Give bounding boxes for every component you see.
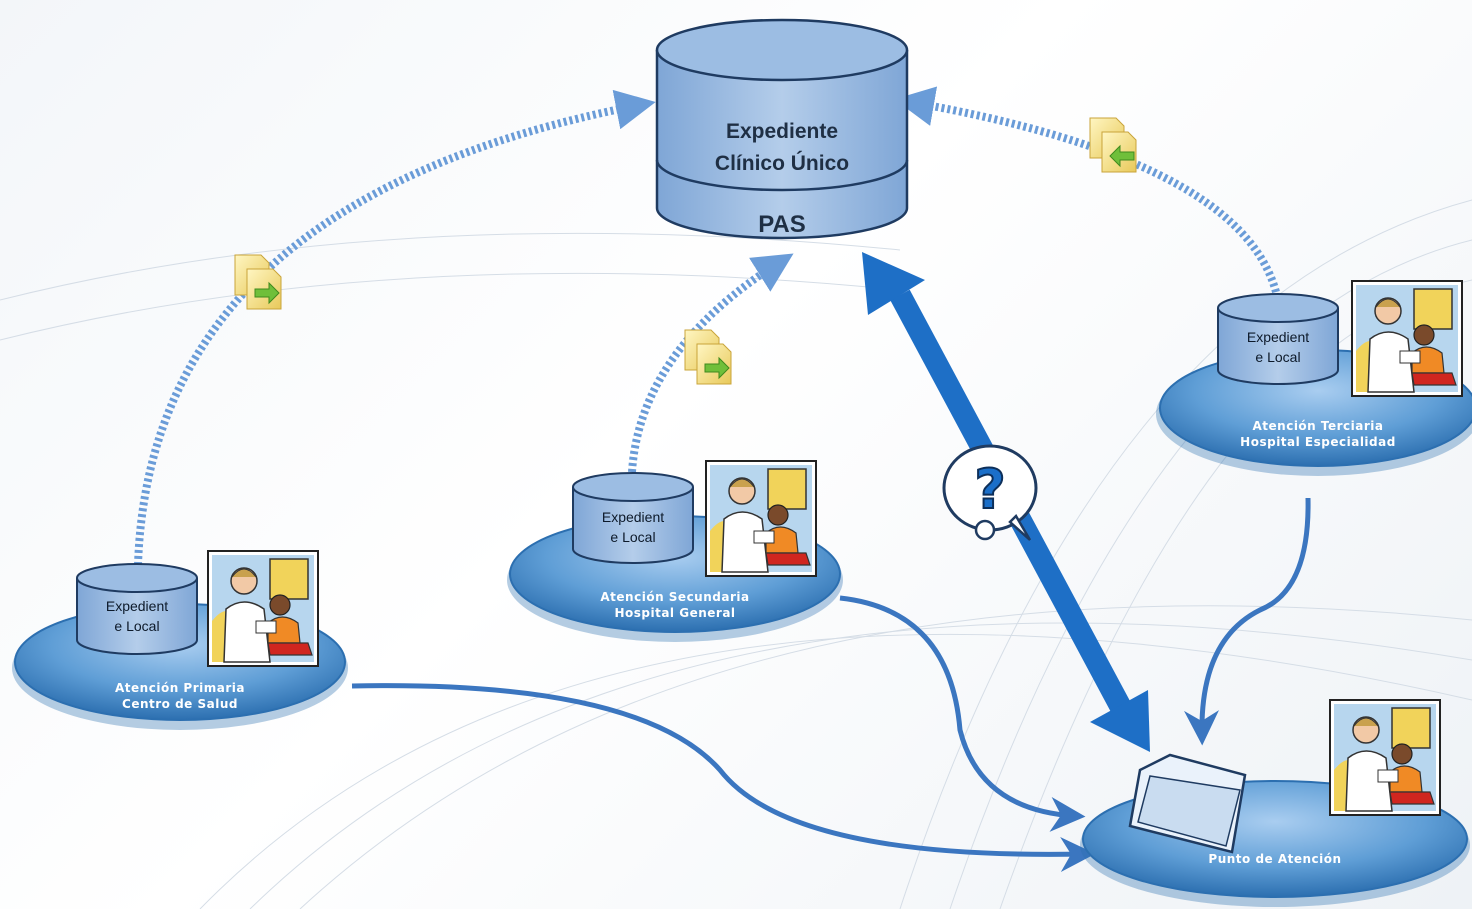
dotted-arrows [134,86,1280,566]
solid-arrow-primaria [351,683,1096,872]
question-mark: ? [974,458,1005,521]
local-db-secundaria[interactable]: Expedient e Local [572,472,694,564]
local-db-primaria[interactable]: Expedient e Local [76,563,198,655]
doctor-patient-icon [705,460,817,577]
central-db-title-line1: Expediente [726,120,838,143]
doctor-patient-icon [207,550,319,667]
local-db-line2: e Local [114,618,159,634]
dotted-arrow-terciaria [894,86,1280,294]
node-label-line1: Atención Terciaria [1253,419,1384,433]
document-transfer-icon [234,254,282,310]
local-db-line1: Expedient [106,598,168,614]
solid-arrow-terciaria [1183,497,1311,746]
document-transfer-icon [684,329,732,385]
node-atencion-primaria[interactable]: Expedient e Local Atención Primaria Cent… [12,550,348,730]
dotted-arrow-primaria [134,89,656,566]
node-label-line2: Centro de Salud [122,697,238,711]
node-atencion-secundaria[interactable]: Expedient e Local Atención Secundaria Ho… [507,460,843,642]
local-db-line1: Expedient [602,509,664,525]
local-db-terciaria[interactable]: Expedient e Local [1217,293,1339,385]
folder-icon [1128,753,1247,854]
dotted-arrow-secundaria [628,253,794,473]
node-label-line1: Atención Secundaria [600,590,749,604]
central-db-title-line2: Clínico Único [715,151,849,175]
node-label-line2: Hospital Especialidad [1240,435,1396,449]
document-transfer-icon [1089,117,1137,173]
solid-arrow-secundaria [839,595,1086,832]
node-label-line1: Punto de Atención [1208,852,1341,866]
local-db-line1: Expedient [1247,329,1309,345]
node-atencion-terciaria[interactable]: Expedient e Local Atención Terciaria Hos… [1156,280,1472,476]
node-punto-de-atencion[interactable]: Punto de Atención [1080,699,1470,907]
local-db-line2: e Local [1255,349,1300,365]
node-label-line2: Hospital General [614,606,735,620]
doctor-patient-icon [1329,699,1441,816]
node-label-line1: Atención Primaria [115,681,245,695]
question-bubble-icon: ? [942,444,1038,541]
central-db-label: PAS [758,211,806,238]
solid-arrows [351,497,1311,872]
doctor-patient-icon [1351,280,1463,397]
local-db-line2: e Local [610,529,655,545]
central-db[interactable]: Expediente Clínico Único PAS [655,18,909,240]
